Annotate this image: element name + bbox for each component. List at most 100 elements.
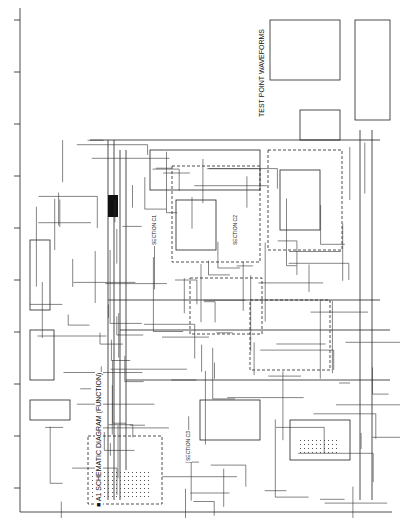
wire: [276, 427, 324, 453]
wire: [68, 315, 89, 326]
wire: [104, 432, 134, 450]
section-label: SECTION C2: [233, 214, 239, 246]
wire: [98, 427, 169, 428]
wire: [61, 502, 62, 518]
section-heading: TEST POINT WAVEFORMS: [258, 28, 266, 118]
wire: [54, 199, 55, 250]
wire: [289, 263, 349, 280]
wire: [237, 265, 253, 266]
wire: [118, 313, 119, 358]
wire: [162, 476, 237, 477]
ruler-tick: [14, 72, 20, 73]
wire: [80, 388, 91, 389]
wire: [73, 282, 135, 283]
wire: [314, 414, 376, 439]
wire: [132, 185, 133, 208]
wire: [361, 433, 362, 449]
wire: [30, 304, 62, 305]
wire: [114, 201, 115, 223]
wire: [77, 145, 148, 155]
wire: [95, 251, 96, 303]
wire: [45, 427, 63, 428]
wire: [144, 324, 195, 358]
wire: [37, 336, 106, 337]
section-label: SECTION C1: [152, 214, 158, 246]
wire: [205, 371, 206, 445]
wire: [58, 193, 59, 226]
wire: [122, 226, 141, 227]
wire: [109, 425, 133, 438]
wire: [213, 348, 235, 399]
wire: [175, 280, 197, 304]
diagram-title: ■ A1 SCHEMATIC DIAGRAM (FUNCTION): [95, 372, 103, 508]
wire: [216, 332, 232, 333]
wire: [372, 437, 400, 438]
wire: [171, 380, 196, 381]
wire: [77, 404, 154, 405]
wire: [88, 140, 104, 141]
ruler-tick: [14, 20, 20, 21]
wire: [250, 275, 251, 351]
wire: [321, 205, 345, 244]
wire: [110, 250, 142, 323]
wire: [287, 199, 297, 266]
wire: [153, 257, 183, 331]
wire: [118, 425, 119, 478]
wire: [352, 487, 353, 518]
wire: [153, 169, 180, 191]
wire: [116, 229, 117, 264]
wire: [162, 337, 209, 338]
wire: [39, 196, 98, 228]
wire: [339, 383, 350, 384]
wire: [364, 143, 365, 194]
wire: [111, 369, 187, 370]
wire: [246, 176, 247, 207]
wire: [342, 224, 343, 281]
wire: [336, 404, 400, 405]
ruler-tick: [14, 176, 20, 177]
wire: [345, 342, 400, 343]
wire: [156, 168, 172, 169]
wire: [349, 147, 350, 200]
wire: [42, 282, 43, 338]
wire: [185, 489, 186, 518]
wire: [373, 367, 389, 394]
wire: [209, 169, 278, 189]
wire: [113, 360, 126, 423]
wire: [192, 197, 193, 229]
wire: [258, 282, 323, 283]
wire: [309, 265, 310, 293]
wire: [194, 185, 267, 186]
wire: [72, 259, 73, 287]
wire: [108, 304, 109, 317]
wire: [268, 376, 301, 377]
ruler-tick: [14, 332, 20, 333]
wire: [105, 283, 167, 284]
wire: [117, 316, 143, 335]
wire: [145, 177, 167, 209]
wire: [204, 300, 246, 301]
wire: [278, 241, 297, 275]
wire: [50, 427, 62, 484]
wire: [320, 301, 321, 379]
wire: [243, 262, 244, 311]
wire: [62, 140, 63, 182]
wire: [191, 456, 192, 501]
ruler-tick: [14, 280, 20, 281]
marker-block: [108, 195, 118, 217]
wire: [282, 371, 283, 440]
wire: [276, 344, 325, 345]
wire: [311, 312, 368, 313]
wire: [260, 350, 333, 370]
wire: [202, 159, 203, 203]
wire: [110, 443, 111, 456]
wire: [125, 356, 144, 382]
ruler-tick: [14, 436, 20, 437]
wire: [223, 469, 224, 507]
ruler-tick: [14, 384, 20, 385]
wire: [254, 342, 255, 375]
wire: [227, 397, 303, 398]
wire: [298, 453, 373, 482]
wire: [193, 502, 214, 516]
